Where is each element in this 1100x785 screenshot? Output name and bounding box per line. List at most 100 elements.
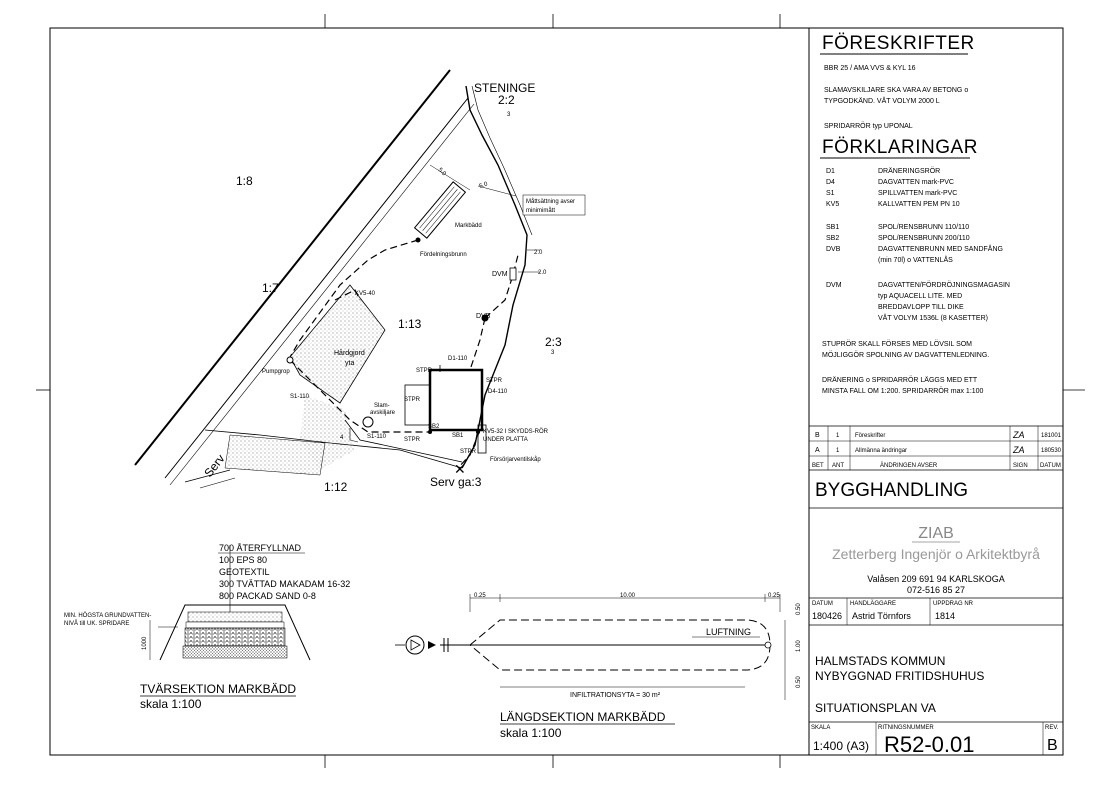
- legend-desc: DAGVATTEN/FÖRDRÖJNINGSMAGASIN: [878, 281, 1010, 289]
- plan-road-label: Serv: [201, 452, 227, 480]
- plan-stpr-3: STPR: [404, 397, 421, 403]
- plan-s1-110-b: S1-110: [367, 434, 387, 440]
- plan-d4-110: D4-110: [488, 389, 508, 395]
- rev-header-ant: ANT: [832, 463, 844, 469]
- plan-sb1: SB1: [452, 433, 464, 439]
- footer-scale-label: SKALA: [811, 725, 830, 731]
- long-dim-1: 0.25: [474, 593, 486, 599]
- legend-desc: SPOL/RENSBRUNN 200/110: [878, 235, 970, 242]
- company-logo: ZIAB: [918, 525, 954, 542]
- plan-kv540-label: KV5-40: [355, 291, 376, 297]
- long-dim-2: 10.00: [620, 593, 636, 599]
- rev-header-date: DATUM: [1040, 463, 1061, 469]
- rev-header-change: ÄNDRINGEN AVSER: [880, 462, 938, 469]
- plan-d1-110: D1-110: [448, 356, 468, 362]
- legend-code: DVB: [826, 246, 841, 253]
- plan-dim-5a: 5.0: [437, 167, 448, 178]
- footer-number-label: RITNINGSNUMMER: [878, 725, 934, 731]
- sheet-frame: [36, 14, 1085, 768]
- plan-dim-4: 4: [340, 435, 344, 441]
- plan-stpr-2: STPR: [486, 378, 503, 384]
- long-scale: skala 1:100: [500, 726, 562, 740]
- plan-lot-18: 1:8: [236, 174, 253, 188]
- plan-hardgjord-1: Hårdgjord: [334, 349, 365, 357]
- meta-date: 180426: [812, 611, 842, 621]
- long-title: LÄNGDSEKTION MARKBÄDD: [500, 710, 666, 724]
- footer-drawing-number: R52-0.01: [884, 732, 975, 757]
- cross-gw-1: MIN. HÖGSTA GRUNDVATTEN-: [64, 612, 151, 619]
- plan-lot-17: 1:7: [262, 281, 279, 295]
- site-plan: ✕ STENINGE 2:2 3 1:8 1:7 1:13 2:3 3 1:12…: [134, 69, 586, 494]
- cross-layer-3: GEOTEXTIL: [219, 567, 270, 577]
- regs-line-3: TYPGODKÄND. VÅT VOLYM 2000 L: [824, 96, 940, 105]
- plan-dvb-label: DVB: [476, 313, 491, 320]
- cross-dim-1000: 1000: [142, 636, 148, 650]
- title-block: FÖRESKRIFTER BBR 25 / AMA VVS & KYL 16 S…: [808, 28, 1063, 757]
- footer-rev: B: [1047, 737, 1058, 754]
- plan-stpr-4: STPR: [404, 437, 421, 443]
- plan-s1-110-a: S1-110: [290, 394, 310, 400]
- revision-letter: B: [815, 432, 820, 439]
- plan-pumpgrop-label: Pumpgrop: [262, 369, 290, 375]
- long-dim-5: 1.00: [796, 640, 802, 652]
- cross-layer-2: 100 EPS 80: [219, 555, 267, 565]
- revision-table: B 1 Föreskrifter ZA 181001 A 1 Allmänna …: [809, 425, 1063, 471]
- revision-count: 1: [836, 433, 840, 439]
- legend-code: DVM: [826, 282, 842, 289]
- plan-hardgjord-2: yta: [345, 360, 354, 367]
- regs-line-1: BBR 25 / AMA VVS & KYL 16: [824, 65, 916, 72]
- plan-dvm-label: DVM: [492, 271, 508, 278]
- meta-job-label: UPPDRAG NR: [933, 601, 974, 607]
- plan-mattsattning-1: Måttsättning avser: [526, 198, 575, 205]
- legend-desc: DRÄNERINGSRÖR: [878, 167, 940, 175]
- meta-date-label: DATUM: [812, 601, 833, 607]
- plan-lot-23: 2:3: [545, 335, 562, 349]
- revision-text: Allmänna ändringar: [855, 448, 907, 454]
- regs-line-2: SLAMAVSKILJARE SKA VARA AV BETONG o: [824, 87, 968, 94]
- legend-desc: DAGVATTEN mark-PVC: [878, 179, 954, 186]
- project-drawing-title: SITUATIONSPLAN VA: [815, 701, 936, 715]
- legend-note-1a: STUPRÖR SKALL FÖRSES MED LÖVSIL SOM: [822, 340, 972, 348]
- footer-scale: 1:400 (A3): [813, 739, 869, 753]
- legend-code: SB1: [826, 224, 839, 231]
- plan-kv532-1: KV5-32 I SKYDDS-RÖR: [483, 428, 549, 435]
- rev-header-bet: BET: [812, 463, 824, 469]
- legend-desc: SPOL/RENSBRUNN 110/110: [878, 224, 969, 231]
- legend-code: SB2: [826, 235, 839, 242]
- svg-text:✕: ✕: [454, 461, 466, 477]
- legend-code: S1: [826, 190, 835, 197]
- revision-count: 1: [836, 448, 840, 454]
- legend-code: D4: [826, 179, 835, 186]
- meta-job: 1814: [935, 611, 955, 621]
- legend-note-1b: MÖJLIGGÖR SPOLNING AV DAGVATTENLEDNING.: [822, 351, 989, 359]
- cross-section: 700 ÅTERFYLLNAD 100 EPS 80 GEOTEXTIL 300…: [64, 543, 350, 711]
- long-dim-6: 0.50: [796, 676, 802, 688]
- revision-sign: ZA: [1012, 445, 1025, 455]
- plan-sb2: SB2: [428, 424, 440, 430]
- legend-desc: BREDDAVLOPP TILL DIKE: [878, 304, 964, 311]
- plan-markbadd-label: Markbädd: [455, 223, 482, 229]
- plan-lot-112: 1:12: [324, 480, 348, 494]
- revision-letter: A: [815, 447, 820, 454]
- cross-gw-2: NIVÅ till UK. SPRIDARE: [64, 620, 129, 627]
- project-line-1: HALMSTADS KOMMUN: [815, 654, 945, 668]
- long-section: 0.25 10.00 0.25 0.50 1.00 0.50 LUFTNING …: [395, 593, 802, 740]
- cross-layer-5: 800 PACKAD SAND 0-8: [219, 591, 316, 601]
- cross-layer-1: 700 ÅTERFYLLNAD: [219, 543, 302, 553]
- legend-heading: FÖRKLARINGAR: [822, 137, 978, 158]
- company-phone: 072-516 85 27: [907, 585, 965, 595]
- rev-header-sign: SIGN: [1013, 463, 1028, 469]
- plan-dim-20b: 2.0: [538, 270, 547, 276]
- regs-line-4: SPRIDARRÖR typ UPONAL: [824, 122, 913, 130]
- legend-desc: DAGVATTENBRUNN MED SANDFÅNG: [878, 244, 1003, 253]
- plan-slam-2: avskiljare: [370, 410, 396, 416]
- cross-title: TVÄRSEKTION MARKBÄDD: [140, 682, 296, 696]
- revision-text: Föreskrifter: [855, 433, 885, 439]
- plan-property-no: 2:2: [498, 93, 515, 107]
- cross-layer-4: 300 TVÄTTAD MAKADAM 16-32: [219, 579, 350, 589]
- legend-desc: typ AQUACELL LITE. MED: [878, 293, 962, 300]
- project-line-2: NYBYGGNAD FRITIDSHUHUS: [815, 669, 984, 683]
- plan-stpr-1: STPR: [416, 368, 433, 374]
- legend-code: D1: [826, 168, 835, 175]
- regs-heading: FÖRESKRIFTER: [822, 33, 975, 54]
